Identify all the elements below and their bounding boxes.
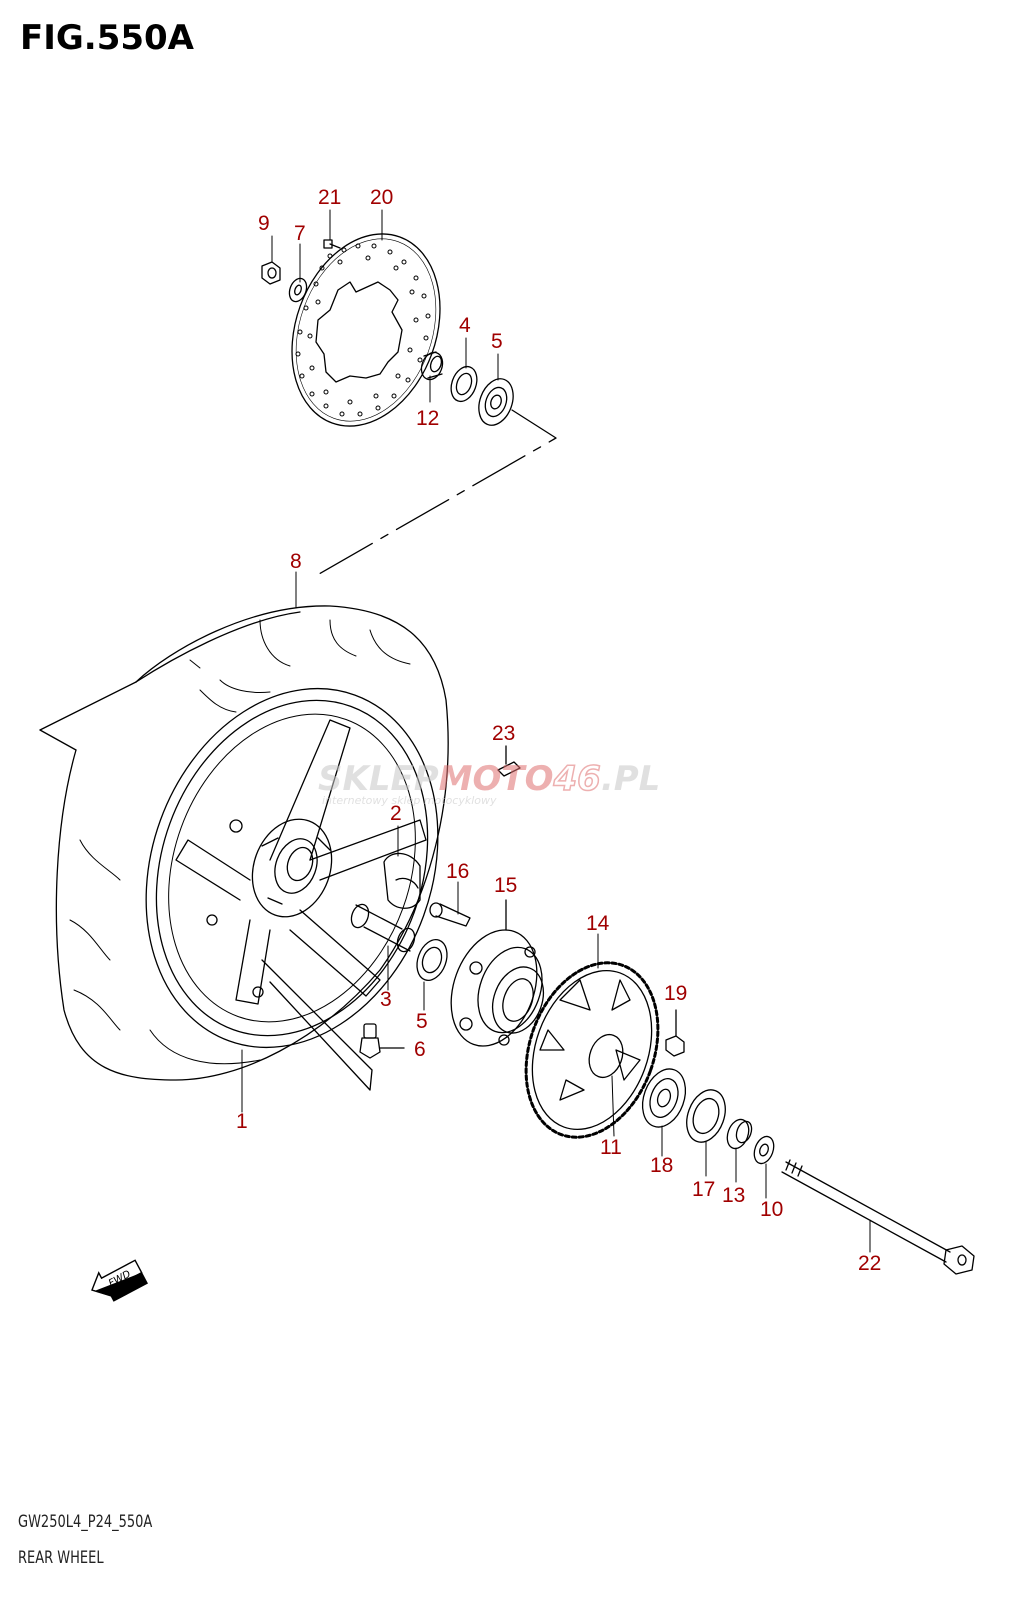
axle-washer [753,1135,775,1165]
callout-21: 20 [370,186,393,209]
callout-7: 8 [290,550,302,573]
bearing-top [478,378,514,426]
brake-disc [291,233,441,427]
callout-2: 2 [390,802,402,825]
fwd-arrow-icon: FWD [91,1259,148,1302]
spacer [420,351,444,381]
callout-10: 22 [858,1252,881,1275]
callout-16: 15 [494,874,517,897]
callout-20: 19 [664,982,687,1005]
tire-valve [359,1023,405,1059]
callout-19: 18 [650,1154,673,1177]
callout-14: 13 [722,1184,745,1207]
watermark: SKLEPMOTO46.PL internetowy sklep motocyk… [318,758,660,807]
callout-3: 3 [380,988,392,1011]
callout-1: 1 [236,1110,248,1133]
oil-seal [450,365,478,403]
chain-clip [497,745,521,777]
cush-damper [383,852,421,909]
rear-tire [39,605,449,1081]
callout-5-lower: 5 [416,1010,428,1033]
sprocket-hub [450,899,545,1047]
disc-bolt [323,239,341,249]
watermark-tagline: internetowy sklep motocyklowy [322,794,497,807]
callout-6: 6 [414,1038,426,1061]
hub-seal [686,1089,726,1143]
leader-lines [241,209,871,1253]
rear-sprocket [524,961,660,1139]
disc-nut [261,261,281,285]
callout-12: 11 [600,1136,622,1159]
sprocket-nut [665,1009,685,1057]
callout-23: 23 [492,722,515,745]
figure-code: GW250L4_P24_550A [18,1512,153,1532]
collar [726,1118,753,1150]
callout-4: 4 [459,314,471,337]
callout-11: 9 [258,212,270,235]
figure-title: FIG.550A [20,18,194,58]
wheel-spacer [350,903,416,953]
hub-bolt [429,902,471,927]
callout-18: 17 [692,1178,715,1201]
callout-5-top: 5 [491,330,503,353]
callout-9: 10 [760,1198,783,1221]
watermark-part4: .PL [601,759,661,799]
callout-numbers: 9 7 21 20 4 5 12 8 23 2 16 15 14 19 3 5 … [236,186,881,1275]
rear-axle [781,1159,975,1275]
disc-washer [288,277,308,303]
watermark-part2: MOTO [439,759,554,799]
watermark-part3: 46 [553,759,601,799]
alignment-line [311,409,557,579]
bearing-lower [416,939,448,981]
hub-bearing [641,1068,687,1128]
callout-22: 21 [318,186,341,209]
svg-text:SKLEPMOTO46.PL: SKLEPMOTO46.PL [318,759,660,799]
figure-name: REAR WHEEL [18,1548,104,1568]
callout-8: 7 [294,222,306,245]
rear-wheel-rim [145,687,439,1091]
callout-15: 14 [586,912,610,935]
callout-13: 12 [416,407,439,430]
callout-17: 16 [446,860,469,883]
watermark-part1: SKLEP [318,759,439,799]
